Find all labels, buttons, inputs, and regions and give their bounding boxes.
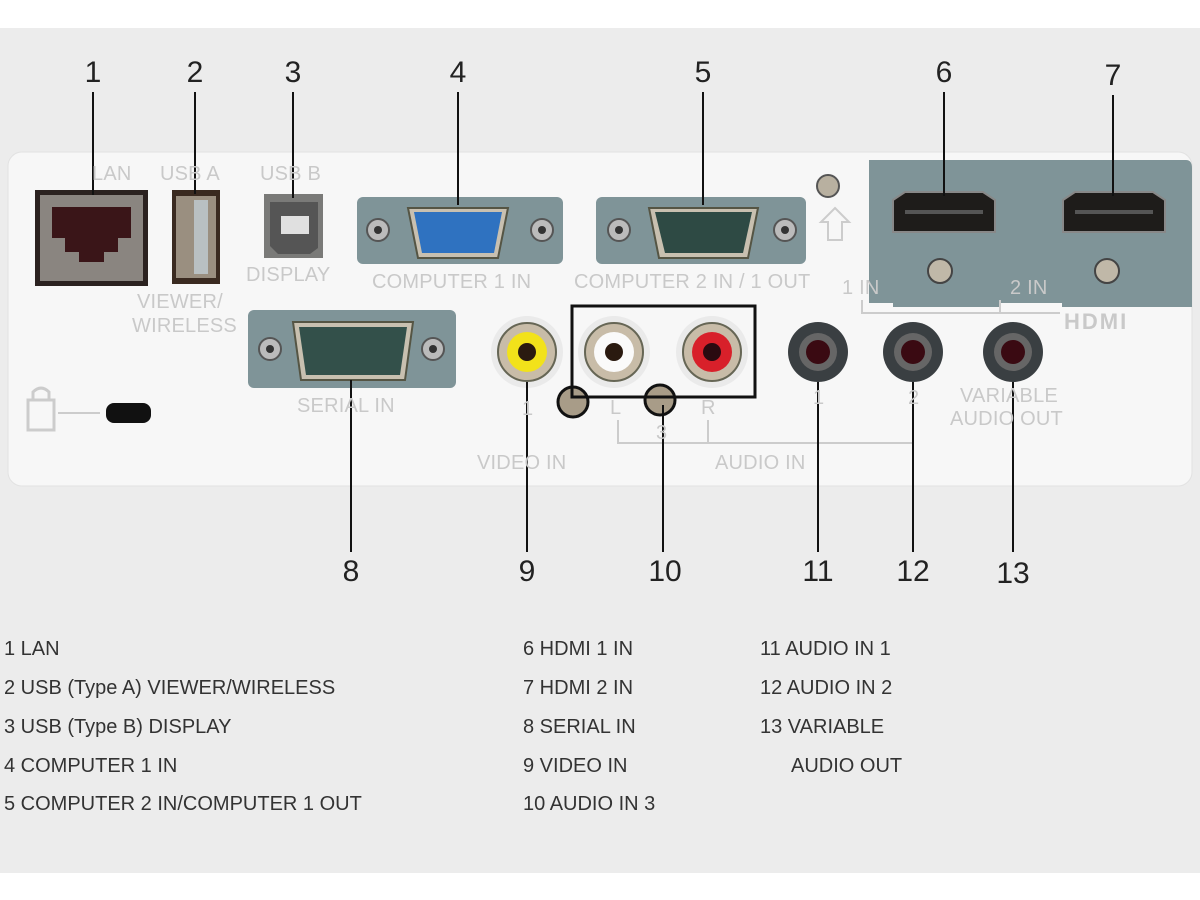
label-variable: VARIABLE [960, 385, 1058, 407]
label-computer-1-in: COMPUTER 1 IN [372, 271, 532, 293]
audio-in-3-left-jack [578, 316, 650, 388]
legend-item: 3 USB (Type B) DISPLAY [4, 716, 232, 738]
hdmi-bracket [861, 300, 1060, 314]
legend-item: 10 AUDIO IN 3 [523, 793, 656, 815]
callout-5: 5 [694, 56, 712, 89]
label-hdmi-2-in: 2 IN [1010, 277, 1048, 299]
callout-11: 11 [802, 555, 834, 588]
label-lan: LAN [92, 163, 132, 185]
callout-13: 13 [996, 557, 1030, 590]
label-wireless: WIRELESS [132, 315, 237, 337]
security-lock-icon [26, 386, 100, 432]
variable-audio-out-jack [983, 322, 1043, 382]
label-audio-in: AUDIO IN [715, 452, 806, 474]
label-video-1: 1 [522, 398, 534, 420]
legend-item: AUDIO OUT [791, 755, 903, 777]
hdmi-plate [869, 160, 1192, 307]
label-3: 3 [656, 422, 668, 444]
legend-item: 8 SERIAL IN [523, 716, 636, 738]
screw [816, 174, 840, 198]
label-usb-a: USB A [160, 163, 220, 185]
legend-item: 6 HDMI 1 IN [523, 638, 634, 660]
legend-item: 7 HDMI 2 IN [523, 677, 634, 699]
audio-in-2-jack [883, 322, 943, 382]
video-in-jack [491, 316, 563, 388]
highlight-box [570, 304, 757, 399]
callout-8: 8 [342, 555, 360, 588]
callout-2: 2 [186, 56, 204, 89]
up-arrow-icon [818, 206, 852, 241]
computer-1-in-port [357, 197, 563, 264]
callout-7: 7 [1104, 59, 1122, 92]
legend-item: 5 COMPUTER 2 IN/COMPUTER 1 OUT [4, 793, 362, 815]
audio-in-1-jack [788, 322, 848, 382]
callout-4: 4 [449, 56, 467, 89]
label-audio-1: 1 [813, 387, 825, 409]
callout-9: 9 [518, 555, 536, 588]
label-display: DISPLAY [246, 264, 331, 286]
callout-12: 12 [896, 555, 930, 588]
label-left: L [610, 397, 622, 419]
label-hdmi-1-in: 1 IN [842, 277, 880, 299]
label-computer-2-in-1-out: COMPUTER 2 IN / 1 OUT [574, 271, 811, 293]
serial-in-port [248, 310, 456, 388]
usb-a-port [172, 190, 220, 284]
callout-lines [92, 92, 1114, 552]
label-audio-2: 2 [908, 387, 920, 409]
usb-b-port [264, 194, 323, 258]
legend-item: 1 LAN [4, 638, 60, 660]
label-usb-b: USB B [260, 163, 322, 185]
hdmi-logo: HDMI [1064, 309, 1129, 334]
computer-2-in-1-out-port [596, 197, 806, 264]
legend-item: 12 AUDIO IN 2 [760, 677, 893, 699]
label-audio-out: AUDIO OUT [950, 408, 1063, 430]
label-viewer: VIEWER/ [137, 291, 223, 313]
lan-port [35, 190, 148, 286]
label-right: R [701, 397, 716, 419]
label-serial-in: SERIAL IN [297, 395, 395, 417]
callout-3: 3 [284, 56, 302, 89]
audio-in-3-right-jack [676, 316, 748, 388]
legend-item: 13 VARIABLE [760, 716, 885, 738]
callout-1: 1 [84, 56, 102, 89]
legend-item: 9 VIDEO IN [523, 755, 628, 777]
screw [643, 383, 677, 417]
callout-10: 10 [648, 555, 682, 588]
label-video-in: VIDEO IN [477, 452, 567, 474]
legend-item: 11 AUDIO IN 1 [760, 638, 891, 660]
callout-6: 6 [935, 56, 953, 89]
security-slot [106, 403, 151, 423]
legend-item: 2 USB (Type A) VIEWER/WIRELESS [4, 677, 336, 699]
legend-item: 4 COMPUTER 1 IN [4, 755, 178, 777]
